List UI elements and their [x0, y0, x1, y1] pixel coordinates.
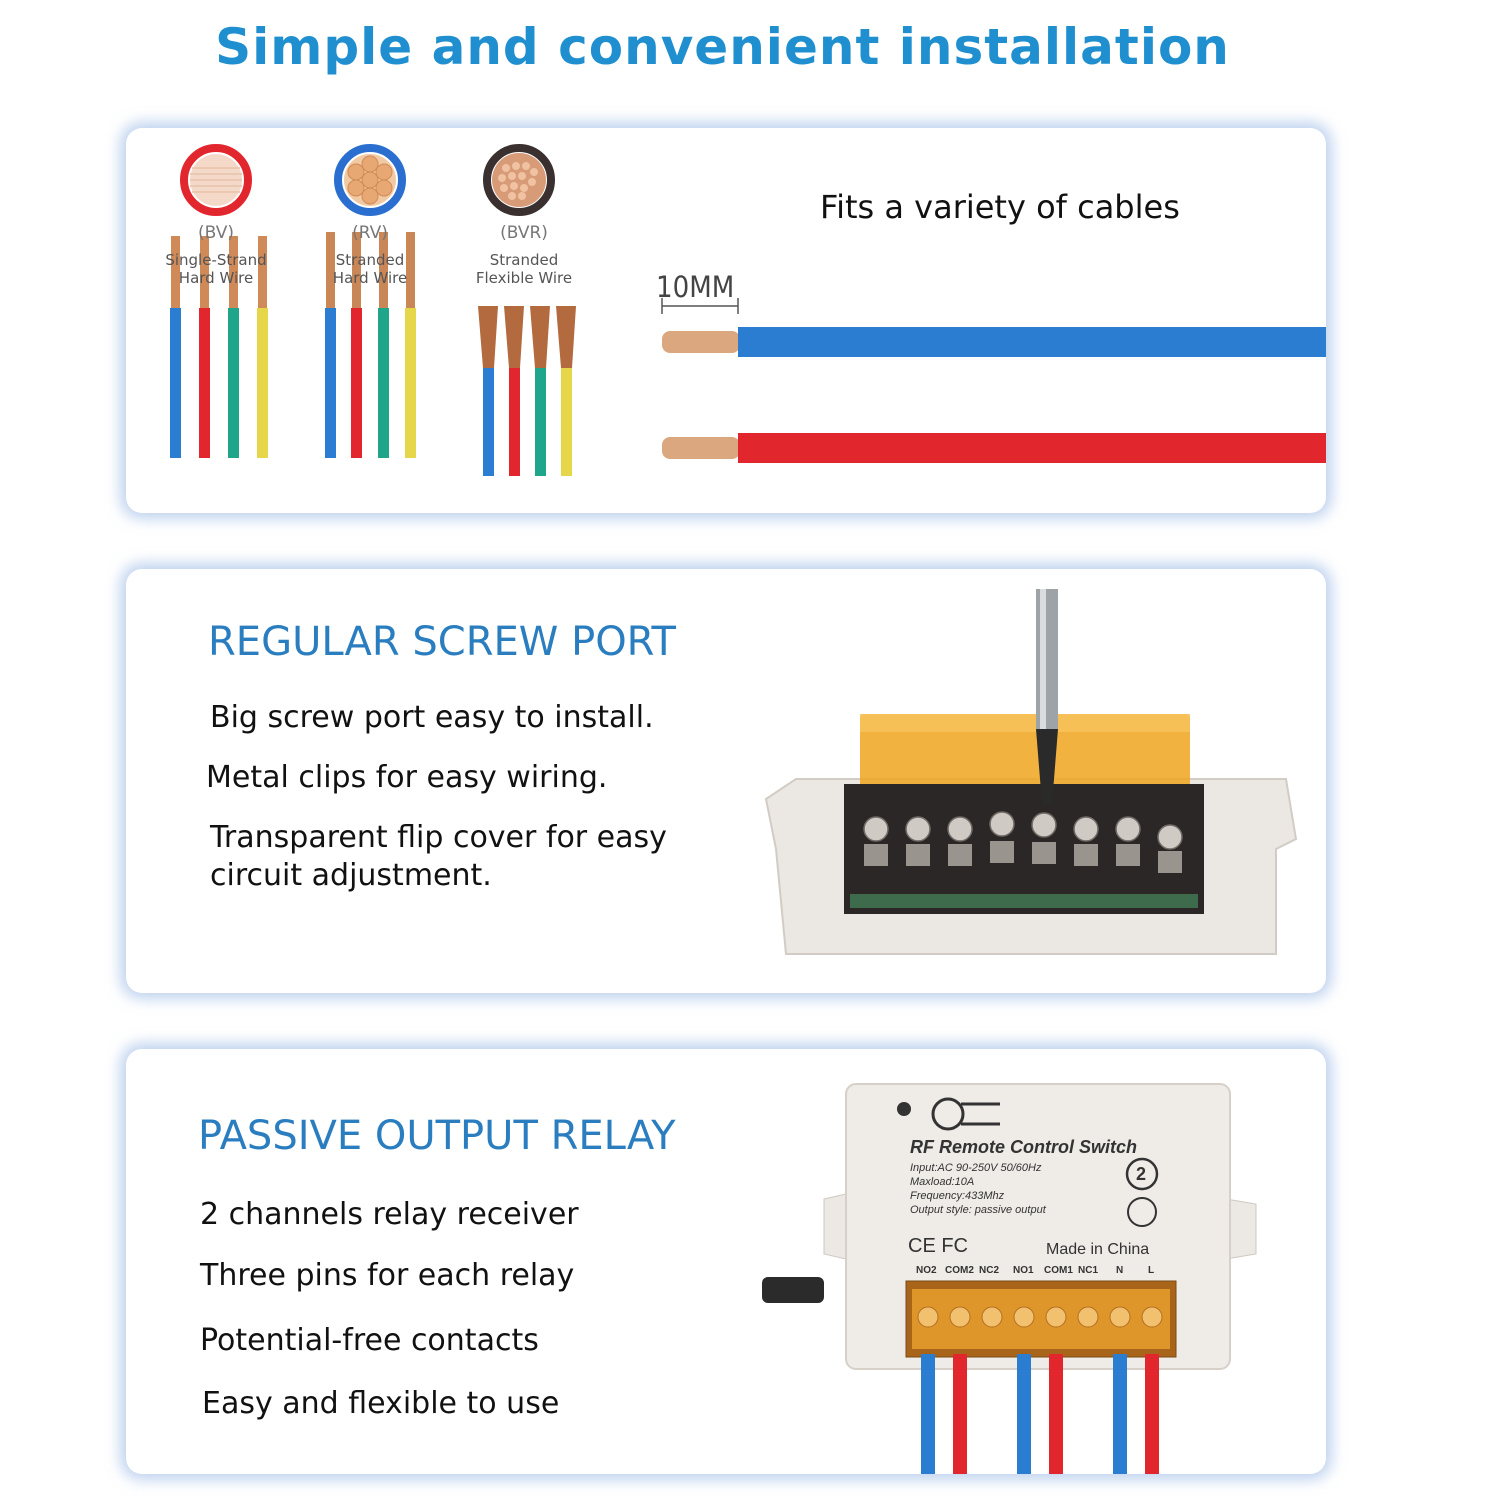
terminal-label: NO2: [916, 1265, 937, 1276]
made-in-label: Made in China: [1046, 1241, 1149, 1258]
wire-code: (BVR): [500, 223, 548, 243]
blue-cable: [661, 298, 1326, 357]
terminal-block-image: [764, 589, 1298, 955]
channel-badge-icon: [1125, 1157, 1159, 1191]
relay-heading: PASSIVE OUTPUT RELAY: [198, 1113, 676, 1159]
rohs-icon: [1127, 1197, 1157, 1227]
feature-line: Potential-free contacts: [200, 1323, 539, 1358]
terminal-label: COM1: [1044, 1265, 1073, 1276]
device-title: RF Remote Control Switch: [910, 1137, 1137, 1157]
spec-input: Input:AC 90-250V 50/60Hz: [910, 1162, 1042, 1174]
feature-line: 2 channels relay receiver: [200, 1197, 579, 1232]
terminal-label: NC2: [979, 1265, 999, 1276]
antenna-plug: [762, 1277, 824, 1303]
wire-type-bv: (BV) Single-Strand Hard Wire: [146, 223, 286, 287]
feature-line: Transparent flip cover for easy: [210, 820, 667, 855]
wire-name-line1: Stranded: [335, 251, 405, 269]
screw-terminals: [863, 811, 1183, 873]
wire-type-bvr: (BVR) Stranded Flexible Wire: [454, 223, 594, 287]
terminal-labels: NO2 COM2 NC2 NO1 COM1 NC1 N L: [916, 1265, 1154, 1276]
output-wires: [921, 1354, 1159, 1474]
terminal-label: NC1: [1078, 1265, 1098, 1276]
wire-type-rv: (RV) Stranded Hard Wire: [300, 223, 440, 287]
wire-code: (BV): [197, 223, 235, 243]
cert-marks: CE FC: [908, 1235, 968, 1257]
feature-line: Three pins for each relay: [200, 1258, 575, 1293]
bv-cross-section-icon: [180, 144, 252, 216]
spec-frequency: Frequency:433Mhz: [910, 1190, 1005, 1202]
bv-wire-bundle: [170, 236, 268, 458]
channel-badge: 2: [1136, 1164, 1146, 1184]
screw-port-heading: REGULAR SCREW PORT: [208, 619, 676, 665]
logo-icon: [931, 1097, 1000, 1131]
cable-illustration: [170, 144, 1326, 476]
page-title: Simple and convenient installation: [215, 18, 1230, 76]
terminal-label: COM2: [945, 1265, 974, 1276]
cable-types-card: (BV) Single-Strand Hard Wire (RV) Strand…: [126, 128, 1326, 513]
feature-line: circuit adjustment.: [210, 858, 492, 893]
screwdriver-icon: [1036, 589, 1058, 804]
wire-name-line2: Hard Wire: [332, 269, 408, 287]
wire-name-line1: Single-Strand: [165, 251, 267, 269]
spec-output: Output style: passive output: [910, 1204, 1047, 1216]
relay-device-image: RF Remote Control Switch Input:AC 90-250…: [762, 1083, 1257, 1474]
wire-name-line1: Stranded: [489, 251, 559, 269]
bvr-wire-bundle: [478, 306, 576, 476]
wire-name-line2: Hard Wire: [178, 269, 254, 287]
terminal-label: L: [1148, 1265, 1154, 1276]
relay-card: PASSIVE OUTPUT RELAY 2 channels relay re…: [126, 1049, 1326, 1474]
wire-name-line2: Flexible Wire: [475, 269, 573, 287]
feature-line: Big screw port easy to install.: [210, 700, 654, 735]
feature-line: Easy and flexible to use: [202, 1386, 560, 1421]
wire-code: (RV): [352, 223, 388, 243]
bvr-cross-section-icon: [483, 144, 555, 216]
feature-line: Metal clips for easy wiring.: [206, 760, 608, 795]
fits-cables-label: Fits a variety of cables: [820, 188, 1180, 226]
rv-wire-bundle: [325, 232, 416, 458]
rv-cross-section-icon: [334, 144, 406, 216]
strip-length-label: 10MM: [656, 270, 735, 304]
screw-port-card: REGULAR SCREW PORT Big screw port easy t…: [126, 569, 1326, 993]
terminal-label: NO1: [1013, 1265, 1034, 1276]
red-cable: [662, 433, 1326, 463]
terminal-label: N: [1116, 1265, 1123, 1276]
spec-maxload: Maxload:10A: [910, 1176, 974, 1188]
